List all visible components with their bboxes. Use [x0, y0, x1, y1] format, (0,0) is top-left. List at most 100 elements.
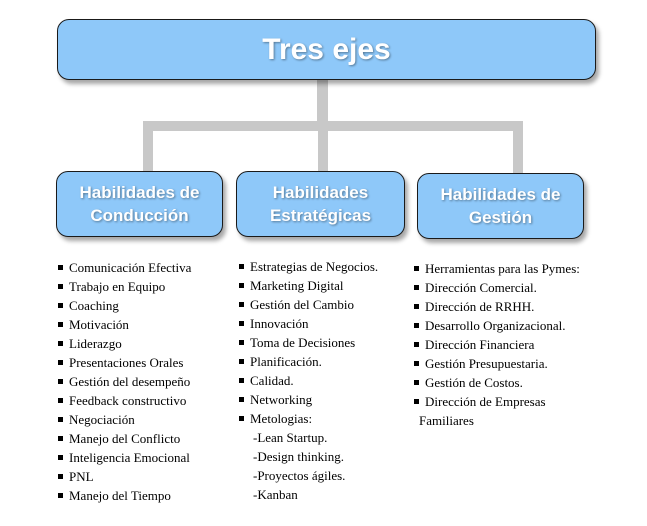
- bullet-icon: [58, 398, 63, 403]
- list-item: Trabajo en Equipo: [58, 277, 191, 296]
- bullet-icon: [239, 378, 244, 383]
- list-item: Toma de Decisiones: [239, 333, 378, 352]
- list-item: Comunicación Efectiva: [58, 258, 191, 277]
- list-item-text: Gestión del desempeño: [69, 374, 191, 389]
- list-item-text: Calidad.: [250, 373, 294, 388]
- bullet-icon: [58, 474, 63, 479]
- list-item-text: PNL: [69, 469, 94, 484]
- list-item-text: Trabajo en Equipo: [69, 279, 166, 294]
- bullet-icon: [414, 285, 419, 290]
- list-item: Gestión del desempeño: [58, 372, 191, 391]
- bullet-icon: [58, 303, 63, 308]
- bullet-icon: [414, 399, 419, 404]
- list-item: Coaching: [58, 296, 191, 315]
- list-item-text: Gestión Presupuestaria.: [425, 356, 548, 371]
- bullet-icon: [58, 360, 63, 365]
- node-label: Habilidades de Gestión: [440, 185, 561, 227]
- list-item-text: Feedback constructivo: [69, 393, 187, 408]
- list-item-text: Estrategias de Negocios.: [250, 259, 379, 274]
- bullet-icon: [239, 340, 244, 345]
- bullet-icon: [414, 323, 419, 328]
- bullet-icon: [239, 302, 244, 307]
- bullet-icon: [414, 304, 419, 309]
- root-node-tres-ejes: Tres ejes: [57, 19, 596, 80]
- list-item-text: Motivación: [69, 317, 129, 332]
- bullet-icon: [58, 417, 63, 422]
- node-habilidades-conduccion: Habilidades de Conducción: [56, 171, 223, 237]
- connector-trunk: [317, 80, 328, 126]
- list-item: Feedback constructivo: [58, 391, 191, 410]
- list-item: -Lean Startup.: [239, 428, 378, 447]
- connector-crossbar: [143, 121, 523, 131]
- list-item: Motivación: [58, 315, 191, 334]
- root-node-label: Tres ejes: [262, 32, 391, 66]
- bullet-icon: [414, 342, 419, 347]
- bullet-icon: [239, 264, 244, 269]
- list-item-text: Planificación.: [250, 354, 322, 369]
- list-item-text: Negociación: [69, 412, 135, 427]
- list-item: -Proyectos ágiles.: [239, 466, 378, 485]
- list-item-text: -Design thinking.: [253, 449, 344, 464]
- list-item: Planificación.: [239, 352, 378, 371]
- list-item: PNL: [58, 467, 191, 486]
- list-item-text: Manejo del Tiempo: [69, 488, 171, 503]
- bullet-icon: [414, 266, 419, 271]
- list-item: Manejo del Tiempo: [58, 486, 191, 505]
- bullet-icon: [239, 359, 244, 364]
- list-item-text: Toma de Decisiones: [250, 335, 356, 350]
- list-item-text: Liderazgo: [69, 336, 122, 351]
- list-item: Gestión Presupuestaria.: [414, 354, 580, 373]
- list-item: Gestión del Cambio: [239, 295, 378, 314]
- list-estrategicas: Estrategias de Negocios.Marketing Digita…: [239, 257, 378, 504]
- list-item: -Kanban: [239, 485, 378, 504]
- bullet-icon: [58, 455, 63, 460]
- list-item-text: -Lean Startup.: [253, 430, 328, 445]
- bullet-icon: [58, 341, 63, 346]
- list-item: Desarrollo Organizacional.: [414, 316, 580, 335]
- node-label: Habilidades de Conducción: [79, 183, 200, 225]
- connector-drop-gestion: [513, 121, 523, 174]
- list-gestion: Herramientas para las Pymes:Dirección Co…: [414, 259, 580, 430]
- list-item: Calidad.: [239, 371, 378, 390]
- bullet-icon: [58, 493, 63, 498]
- node-label: Habilidades Estratégicas: [269, 183, 372, 225]
- list-item-text: Herramientas para las Pymes:: [425, 261, 580, 276]
- list-item-text: Desarrollo Organizacional.: [425, 318, 566, 333]
- list-item-text: Dirección de RRHH.: [425, 299, 535, 314]
- node-habilidades-gestion: Habilidades de Gestión: [417, 173, 584, 239]
- bullet-icon: [239, 397, 244, 402]
- bullet-icon: [58, 322, 63, 327]
- list-item-text: Gestión de Costos.: [425, 375, 523, 390]
- bullet-icon: [58, 284, 63, 289]
- bullet-icon: [239, 321, 244, 326]
- list-item-text: Dirección de Empresas: [425, 394, 546, 409]
- bullet-icon: [414, 380, 419, 385]
- list-item: Dirección de RRHH.: [414, 297, 580, 316]
- list-item-text: -Proyectos ágiles.: [253, 468, 346, 483]
- list-item: Estrategias de Negocios.: [239, 257, 378, 276]
- list-item: Familiares: [414, 411, 580, 430]
- list-item-text: Dirección Financiera: [425, 337, 535, 352]
- list-item: Inteligencia Emocional: [58, 448, 191, 467]
- list-item: Gestión de Costos.: [414, 373, 580, 392]
- bullet-icon: [58, 436, 63, 441]
- list-item-text: -Kanban: [253, 487, 298, 502]
- bullet-icon: [58, 379, 63, 384]
- list-item-text: Presentaciones Orales: [69, 355, 184, 370]
- connector-drop-conduccion: [143, 121, 153, 172]
- list-item: Presentaciones Orales: [58, 353, 191, 372]
- list-item-text: Innovación: [250, 316, 309, 331]
- list-item-text: Networking: [250, 392, 313, 407]
- list-item: Herramientas para las Pymes:: [414, 259, 580, 278]
- list-item-text: Gestión del Cambio: [250, 297, 354, 312]
- list-item-text: Metologias:: [250, 411, 313, 426]
- list-item: Manejo del Conflicto: [58, 429, 191, 448]
- list-item: Metologias:: [239, 409, 378, 428]
- list-item: Dirección Financiera: [414, 335, 580, 354]
- list-item-text: Manejo del Conflicto: [69, 431, 181, 446]
- bullet-icon: [239, 416, 244, 421]
- list-item: Dirección de Empresas: [414, 392, 580, 411]
- connector-drop-estrategicas: [318, 121, 328, 172]
- list-item: -Design thinking.: [239, 447, 378, 466]
